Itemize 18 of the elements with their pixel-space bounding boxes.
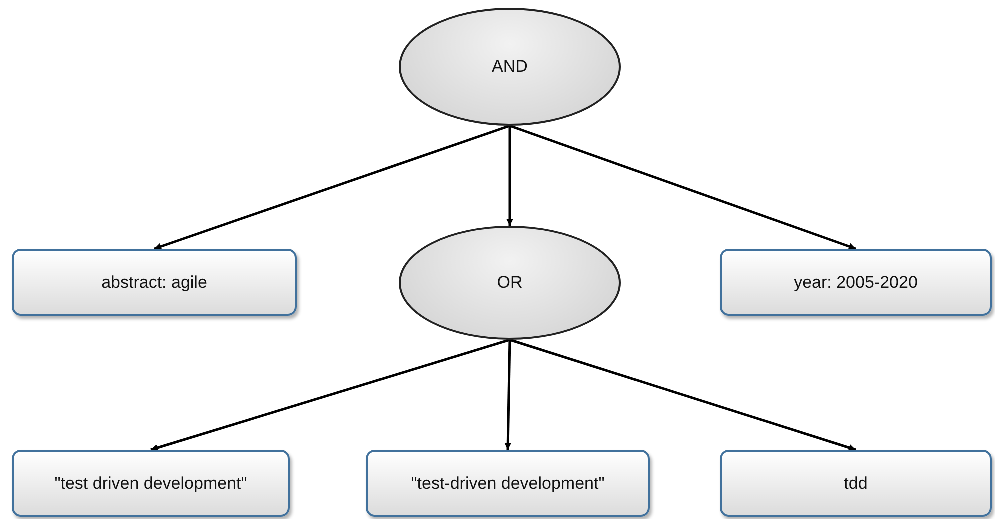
arrow (506, 126, 514, 226)
term-box (720, 450, 992, 517)
arrow (150, 338, 510, 452)
term-box (720, 249, 992, 316)
term-box (12, 249, 297, 316)
arrow (154, 124, 510, 250)
node-label: "test-driven development" (411, 474, 605, 494)
node-label: OR (497, 273, 523, 293)
node-label: abstract: agile (102, 272, 208, 292)
term-box (12, 450, 290, 517)
term-box (366, 450, 650, 517)
arrow (510, 338, 856, 452)
node-label: tdd (844, 474, 868, 494)
node-label: AND (492, 57, 528, 77)
node-label: "test driven development" (54, 474, 248, 494)
arrow (504, 340, 512, 450)
arrow (510, 124, 856, 250)
node-label: year: 2005-2020 (794, 272, 918, 292)
